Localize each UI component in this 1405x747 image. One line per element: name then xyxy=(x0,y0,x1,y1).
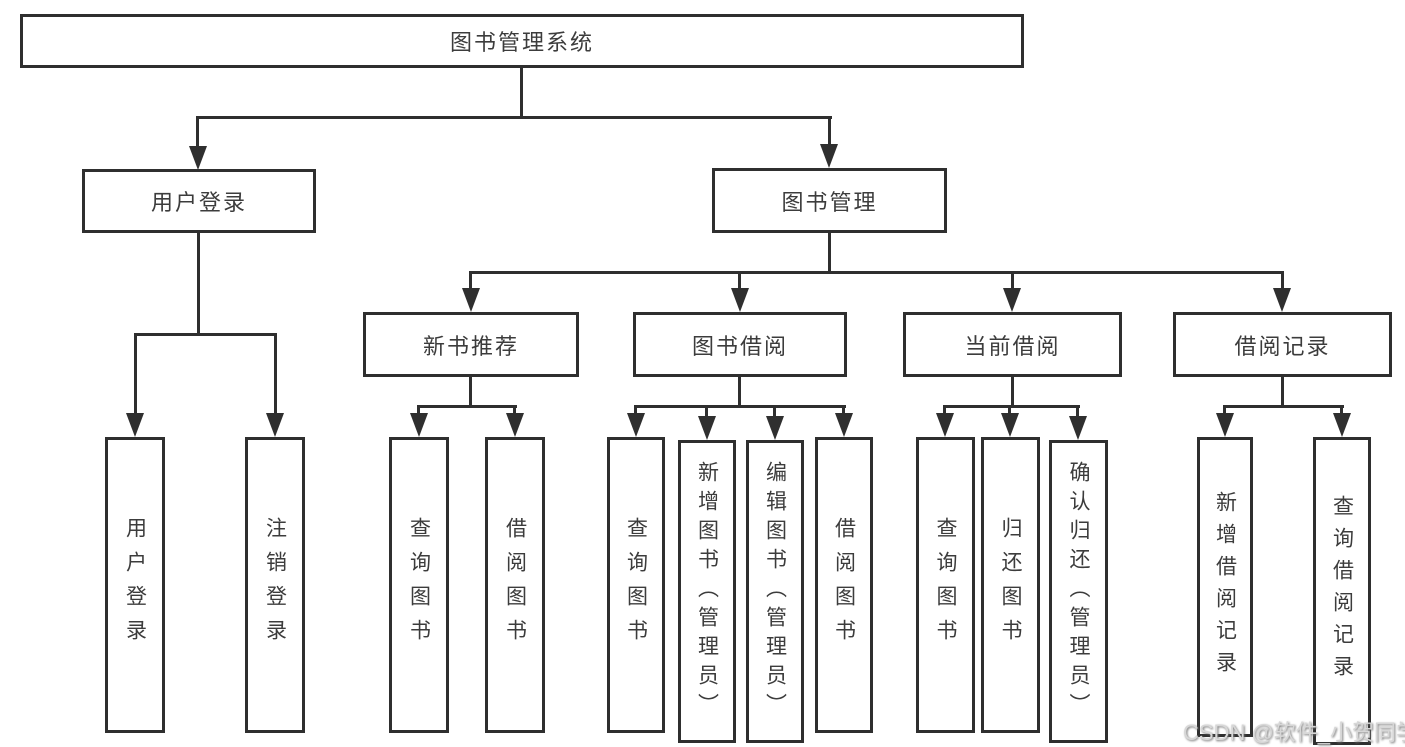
connector-line xyxy=(943,405,1080,408)
node-label: 编辑图书（管理员） xyxy=(763,461,787,722)
connector-line xyxy=(417,405,420,418)
arrowhead xyxy=(410,413,428,437)
node-label: 确认归还（管理员） xyxy=(1067,461,1090,722)
arrowhead xyxy=(1216,413,1234,437)
connector-line xyxy=(469,271,1284,274)
leaf-logout: 注销登录 xyxy=(245,437,305,733)
connector-line xyxy=(943,405,946,418)
arrowhead xyxy=(266,413,284,437)
arrowhead xyxy=(506,413,524,437)
connector-line xyxy=(634,405,637,418)
connector-line xyxy=(1281,377,1284,408)
node-current-borrowing: 当前借阅 xyxy=(903,312,1122,377)
arrowhead xyxy=(1001,413,1019,437)
node-label: 图书管理 xyxy=(781,189,878,215)
connector-line xyxy=(469,377,472,408)
leaf-query-books-recommend: 查询图书 xyxy=(389,437,449,733)
connector-line xyxy=(1223,405,1344,408)
connector-line xyxy=(1223,405,1226,418)
arrowhead xyxy=(936,413,954,437)
leaf-borrow-books-recommend: 借阅图书 xyxy=(485,437,545,733)
connector-line xyxy=(738,271,741,290)
node-book-borrowing: 图书借阅 xyxy=(633,312,847,377)
connector-line xyxy=(197,233,200,335)
node-label: 用户登录 xyxy=(123,517,147,653)
connector-line xyxy=(1281,271,1284,290)
connector-line xyxy=(1076,405,1079,421)
node-book-management: 图书管理 xyxy=(712,168,947,233)
arrowhead xyxy=(698,416,716,440)
node-label: 用户登录 xyxy=(150,190,247,215)
leaf-query-books-borrowing: 查询图书 xyxy=(607,437,665,733)
connector-line xyxy=(773,405,776,421)
connector-line xyxy=(705,405,708,421)
arrowhead xyxy=(462,288,480,312)
arrowhead xyxy=(189,146,207,170)
node-borrowing-records: 借阅记录 xyxy=(1173,312,1392,377)
connector-line xyxy=(417,405,517,408)
leaf-confirm-return-admin: 确认归还（管理员） xyxy=(1049,440,1108,743)
leaf-query-borrow-record: 查询借阅记录 xyxy=(1313,437,1371,745)
csdn-watermark: CSDN @软件_小贺同学 xyxy=(1183,720,1405,745)
arrowhead xyxy=(820,144,838,168)
arrowhead xyxy=(731,288,749,312)
node-label: 图书管理系统 xyxy=(449,30,594,55)
leaf-add-borrow-record: 新增借阅记录 xyxy=(1197,437,1253,737)
node-label: 借阅图书 xyxy=(832,517,856,653)
arrowhead xyxy=(835,413,853,437)
node-label: 新增图书（管理员） xyxy=(695,461,719,722)
node-label: 查询图书 xyxy=(934,517,957,653)
arrowhead xyxy=(1003,288,1021,312)
connector-line xyxy=(134,333,137,415)
arrowhead xyxy=(1273,288,1291,312)
node-label: 查询借阅记录 xyxy=(1330,495,1354,687)
arrowhead xyxy=(1333,413,1351,437)
connector-line xyxy=(1008,405,1011,418)
connector-line xyxy=(828,233,831,273)
connector-line xyxy=(738,377,741,408)
arrowhead xyxy=(766,416,784,440)
leaf-borrow-books-borrowing: 借阅图书 xyxy=(815,437,873,733)
connector-line xyxy=(520,68,523,119)
node-label: 借阅图书 xyxy=(503,517,527,653)
leaf-user-login: 用户登录 xyxy=(105,437,165,733)
connector-line xyxy=(1011,377,1014,408)
connector-line xyxy=(134,333,277,336)
node-new-book-recommendation: 新书推荐 xyxy=(363,312,579,377)
node-label: 注销登录 xyxy=(263,517,287,653)
node-library-system: 图书管理系统 xyxy=(20,14,1024,68)
arrowhead xyxy=(126,413,144,437)
node-label: 图书借阅 xyxy=(691,333,788,359)
connector-line xyxy=(842,405,845,418)
connector-line xyxy=(196,116,199,148)
node-label: 查询图书 xyxy=(624,517,648,653)
leaf-edit-book-admin: 编辑图书（管理员） xyxy=(746,440,804,743)
connector-line xyxy=(1340,405,1343,418)
connector-line xyxy=(634,405,846,408)
node-user-login: 用户登录 xyxy=(82,169,316,233)
leaf-return-books: 归还图书 xyxy=(981,437,1040,733)
leaf-query-books-current: 查询图书 xyxy=(916,437,975,733)
node-label: 新书推荐 xyxy=(422,333,519,359)
leaf-add-book-admin: 新增图书（管理员） xyxy=(678,440,736,743)
connector-line xyxy=(513,405,516,418)
arrowhead xyxy=(627,413,645,437)
connector-line xyxy=(274,333,277,415)
connector-line xyxy=(828,116,831,146)
node-label: 新增借阅记录 xyxy=(1213,491,1237,683)
node-label: 当前借阅 xyxy=(964,333,1061,359)
arrowhead xyxy=(1069,416,1087,440)
connector-line xyxy=(469,271,472,290)
connector-line xyxy=(196,116,832,119)
connector-line xyxy=(1011,271,1014,290)
node-label: 借阅记录 xyxy=(1234,333,1331,359)
node-label: 归还图书 xyxy=(999,517,1022,653)
node-label: 查询图书 xyxy=(407,517,431,653)
